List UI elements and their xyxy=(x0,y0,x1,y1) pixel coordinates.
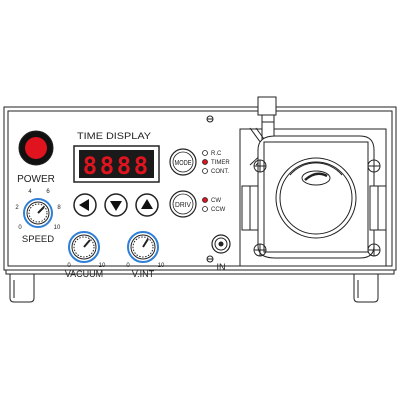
input-label: IN xyxy=(217,262,226,272)
vacuum-min: 0 xyxy=(67,263,71,269)
mode-button[interactable]: MODE xyxy=(169,148,197,176)
mode-indicators: R.C TIMER CONT. xyxy=(202,150,230,175)
drive-option-label: CW xyxy=(211,198,221,204)
panel-screw xyxy=(206,115,214,123)
pump-screw xyxy=(253,159,267,173)
display-title: TIME DISPLAY xyxy=(77,131,152,142)
vint-knob[interactable] xyxy=(127,231,159,263)
drive-button-label: DRIV xyxy=(175,202,191,209)
drive-led-cw xyxy=(202,197,208,203)
input-connector[interactable] xyxy=(211,234,231,254)
vint-label: V.INT xyxy=(132,269,155,279)
left-triangle-icon xyxy=(79,199,89,211)
display-digit: 8 xyxy=(100,152,114,180)
speed-scale-tick: 4 xyxy=(28,189,32,195)
pump-rotor xyxy=(275,157,357,239)
down-triangle-icon xyxy=(110,201,122,211)
mode-option-label: TIMER xyxy=(211,160,230,166)
mode-led-cont xyxy=(202,168,208,174)
mode-option-label: R.C xyxy=(211,151,222,157)
panel-screw xyxy=(206,255,214,263)
drive-indicators: CW CCW xyxy=(202,197,226,213)
vint-min: 0 xyxy=(126,263,130,269)
display-digit: 8 xyxy=(117,152,131,180)
speed-scale-tick: 0 xyxy=(18,225,22,231)
front-foot-right xyxy=(353,274,379,303)
speed-scale: 0 2 4 6 8 10 xyxy=(15,189,61,231)
time-display-screen xyxy=(79,150,154,178)
rotor-knob-icon xyxy=(301,170,331,186)
drive-button[interactable]: DRIV xyxy=(169,190,197,218)
vacuum-label: VACUUM xyxy=(65,269,103,279)
mode-led-rc xyxy=(202,150,208,156)
display-digit: 8 xyxy=(83,152,97,180)
mode-option-label: CONT. xyxy=(211,169,229,175)
vint-max: 10 xyxy=(158,263,165,269)
pump-screw xyxy=(367,243,381,257)
tube-clamp-lever[interactable] xyxy=(257,96,277,116)
drive-option-label: CCW xyxy=(211,207,226,213)
drive-led-ccw xyxy=(202,206,208,212)
chassis xyxy=(3,106,397,275)
time-display-frame xyxy=(73,145,160,183)
vacuum-knob[interactable] xyxy=(68,231,100,263)
down-arrow-button[interactable] xyxy=(104,193,128,217)
pump-screw xyxy=(367,159,381,173)
mode-button-label: MODE xyxy=(175,160,192,167)
mode-led-timer xyxy=(202,159,208,165)
speed-scale-tick: 6 xyxy=(46,189,50,195)
speed-scale-tick: 8 xyxy=(57,205,61,211)
up-triangle-icon xyxy=(141,199,153,209)
power-label: POWER xyxy=(17,174,55,185)
time-display-digits: 8 8 8 8 xyxy=(83,152,148,180)
power-button[interactable] xyxy=(18,130,54,166)
vacuum-max: 10 xyxy=(99,263,106,269)
display-digit: 8 xyxy=(134,152,148,180)
pump-head xyxy=(239,96,387,267)
front-foot-left xyxy=(9,274,35,303)
up-arrow-button[interactable] xyxy=(135,193,159,217)
pump-screw xyxy=(253,243,267,257)
speed-scale-tick: 10 xyxy=(54,225,61,231)
speed-scale-tick: 2 xyxy=(15,205,19,211)
left-arrow-button[interactable] xyxy=(73,193,97,217)
speed-label: SPEED xyxy=(22,234,54,245)
speed-knob[interactable] xyxy=(23,198,53,228)
